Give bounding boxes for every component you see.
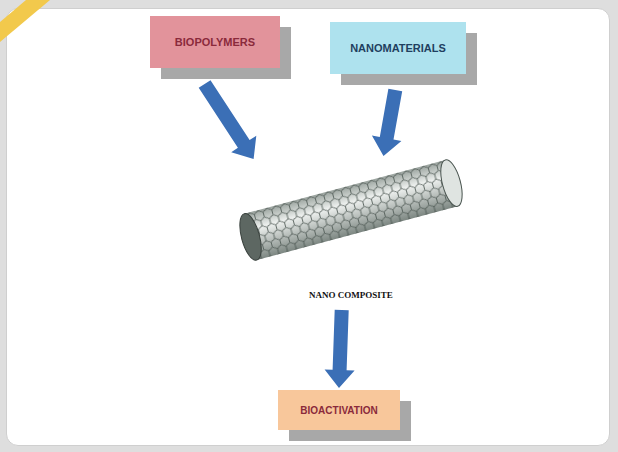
box-label: BIOACTIVATION <box>300 405 377 416</box>
arrow-shape <box>325 310 355 388</box>
block-arrow <box>372 89 402 156</box>
box-label: NANOMATERIALS <box>350 42 446 54</box>
process-box: NANOMATERIALS <box>330 22 466 74</box>
nanotube-figure: NANO COMPOSITE <box>235 158 467 310</box>
process-box: BIOACTIVATION <box>278 390 400 430</box>
figure-caption: NANO COMPOSITE <box>235 290 467 300</box>
box-label: BIOPOLYMERS <box>175 36 255 48</box>
arrow-shape <box>199 80 257 159</box>
arrow-shape <box>372 89 402 156</box>
corner-stripe <box>0 0 50 42</box>
process-box: BIOPOLYMERS <box>150 16 280 68</box>
nanotube-drawing <box>235 158 467 278</box>
block-arrow <box>325 310 355 388</box>
block-arrow <box>199 80 257 159</box>
